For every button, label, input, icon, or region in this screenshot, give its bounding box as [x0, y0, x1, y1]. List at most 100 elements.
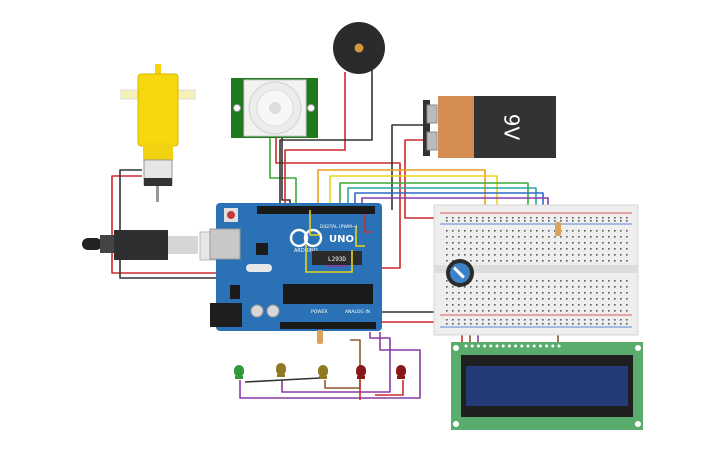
- breadboard-hole[interactable]: [464, 292, 466, 294]
- breadboard-hole[interactable]: [500, 280, 502, 282]
- breadboard-hole[interactable]: [458, 242, 460, 244]
- breadboard-hole[interactable]: [548, 286, 550, 288]
- breadboard-hole[interactable]: [566, 254, 568, 256]
- breadboard-hole[interactable]: [614, 323, 616, 325]
- breadboard-hole[interactable]: [578, 260, 580, 262]
- breadboard-hole[interactable]: [542, 286, 544, 288]
- breadboard-hole[interactable]: [518, 248, 520, 250]
- breadboard-hole[interactable]: [524, 242, 526, 244]
- breadboard-hole[interactable]: [602, 319, 604, 321]
- potentiometer[interactable]: [446, 259, 474, 287]
- breadboard-hole[interactable]: [488, 323, 490, 325]
- breadboard-hole[interactable]: [596, 242, 598, 244]
- breadboard-hole[interactable]: [554, 292, 556, 294]
- breadboard-hole[interactable]: [470, 310, 472, 312]
- breadboard-hole[interactable]: [584, 236, 586, 238]
- digital-header[interactable]: [257, 206, 375, 214]
- breadboard-hole[interactable]: [554, 280, 556, 282]
- breadboard-hole[interactable]: [500, 304, 502, 306]
- breadboard-hole[interactable]: [554, 304, 556, 306]
- breadboard-hole[interactable]: [620, 242, 622, 244]
- breadboard-hole[interactable]: [500, 254, 502, 256]
- breadboard-hole[interactable]: [548, 319, 550, 321]
- lcd-pin[interactable]: [483, 344, 487, 348]
- breadboard-hole[interactable]: [572, 230, 574, 232]
- breadboard-hole[interactable]: [554, 230, 556, 232]
- breadboard-hole[interactable]: [482, 254, 484, 256]
- breadboard-hole[interactable]: [542, 260, 544, 262]
- breadboard-hole[interactable]: [590, 280, 592, 282]
- breadboard-hole[interactable]: [620, 248, 622, 250]
- breadboard-hole[interactable]: [506, 230, 508, 232]
- breadboard-hole[interactable]: [530, 286, 532, 288]
- breadboard-hole[interactable]: [608, 260, 610, 262]
- breadboard-hole[interactable]: [578, 298, 580, 300]
- breadboard-hole[interactable]: [464, 236, 466, 238]
- breadboard-hole[interactable]: [524, 220, 526, 222]
- breadboard-hole[interactable]: [536, 260, 538, 262]
- breadboard-hole[interactable]: [608, 280, 610, 282]
- breadboard-hole[interactable]: [548, 280, 550, 282]
- breadboard-hole[interactable]: [572, 310, 574, 312]
- breadboard-hole[interactable]: [590, 323, 592, 325]
- breadboard-hole[interactable]: [608, 220, 610, 222]
- breadboard-hole[interactable]: [542, 242, 544, 244]
- breadboard-hole[interactable]: [536, 254, 538, 256]
- breadboard-hole[interactable]: [470, 323, 472, 325]
- battery-9v[interactable]: 9V: [423, 96, 556, 158]
- breadboard-hole[interactable]: [518, 236, 520, 238]
- breadboard-hole[interactable]: [464, 319, 466, 321]
- breadboard-hole[interactable]: [524, 260, 526, 262]
- breadboard-hole[interactable]: [530, 323, 532, 325]
- breadboard-hole[interactable]: [452, 248, 454, 250]
- lcd-pin[interactable]: [532, 344, 536, 348]
- breadboard-hole[interactable]: [566, 220, 568, 222]
- breadboard-hole[interactable]: [548, 242, 550, 244]
- breadboard-hole[interactable]: [476, 254, 478, 256]
- breadboard-hole[interactable]: [482, 260, 484, 262]
- breadboard-hole[interactable]: [578, 242, 580, 244]
- led-yellow-2[interactable]: [318, 365, 328, 379]
- breadboard-hole[interactable]: [470, 230, 472, 232]
- breadboard-hole[interactable]: [488, 236, 490, 238]
- breadboard-hole[interactable]: [626, 217, 628, 219]
- breadboard-hole[interactable]: [512, 220, 514, 222]
- breadboard-hole[interactable]: [464, 310, 466, 312]
- breadboard-hole[interactable]: [584, 220, 586, 222]
- breadboard-hole[interactable]: [548, 248, 550, 250]
- breadboard-hole[interactable]: [578, 217, 580, 219]
- breadboard-hole[interactable]: [608, 217, 610, 219]
- breadboard-hole[interactable]: [506, 280, 508, 282]
- breadboard-hole[interactable]: [506, 292, 508, 294]
- breadboard-hole[interactable]: [470, 286, 472, 288]
- breadboard-hole[interactable]: [578, 323, 580, 325]
- breadboard-hole[interactable]: [518, 310, 520, 312]
- breadboard-hole[interactable]: [626, 236, 628, 238]
- breadboard-hole[interactable]: [458, 292, 460, 294]
- breadboard-hole[interactable]: [494, 280, 496, 282]
- breadboard-hole[interactable]: [494, 310, 496, 312]
- breadboard-hole[interactable]: [464, 323, 466, 325]
- breadboard-hole[interactable]: [542, 254, 544, 256]
- breadboard-hole[interactable]: [548, 323, 550, 325]
- breadboard-hole[interactable]: [620, 323, 622, 325]
- breadboard-hole[interactable]: [626, 323, 628, 325]
- breadboard-hole[interactable]: [620, 217, 622, 219]
- breadboard-hole[interactable]: [578, 319, 580, 321]
- breadboard-hole[interactable]: [578, 230, 580, 232]
- breadboard-hole[interactable]: [518, 230, 520, 232]
- breadboard-hole[interactable]: [482, 242, 484, 244]
- breadboard-hole[interactable]: [524, 230, 526, 232]
- breadboard-hole[interactable]: [542, 304, 544, 306]
- breadboard-hole[interactable]: [584, 254, 586, 256]
- breadboard-hole[interactable]: [566, 242, 568, 244]
- breadboard-hole[interactable]: [596, 236, 598, 238]
- breadboard-hole[interactable]: [500, 217, 502, 219]
- breadboard-hole[interactable]: [614, 292, 616, 294]
- breadboard-hole[interactable]: [626, 298, 628, 300]
- breadboard-hole[interactable]: [626, 304, 628, 306]
- breadboard-hole[interactable]: [470, 220, 472, 222]
- breadboard-hole[interactable]: [596, 319, 598, 321]
- breadboard-hole[interactable]: [500, 230, 502, 232]
- breadboard-hole[interactable]: [506, 220, 508, 222]
